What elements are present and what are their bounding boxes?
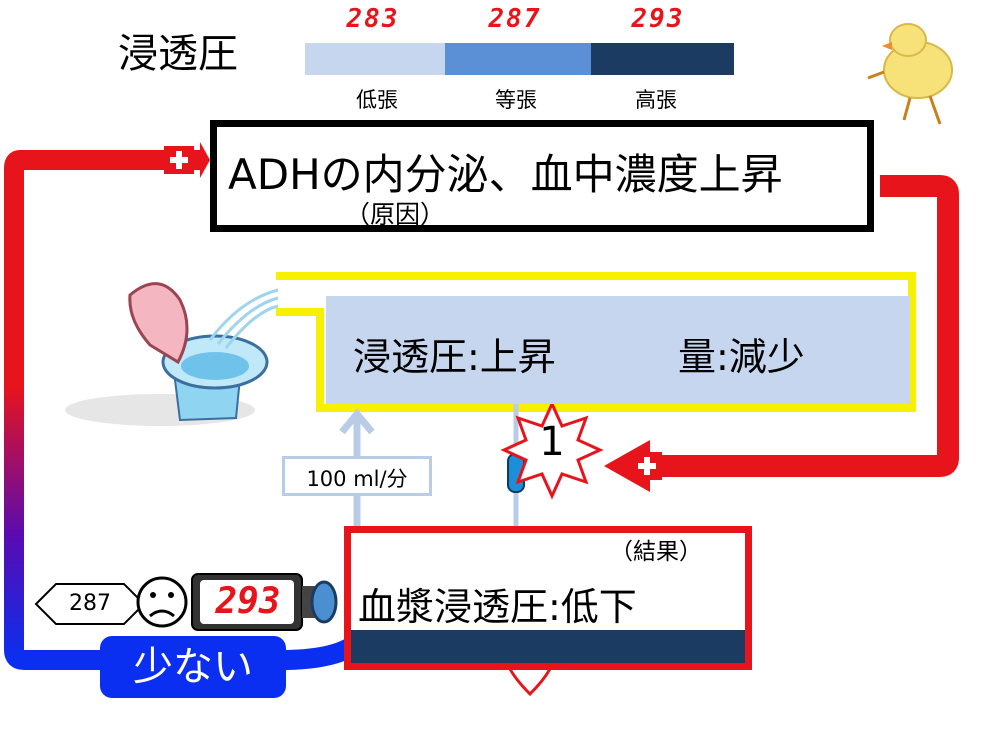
scale-value-hypotonic: 283: [346, 4, 400, 34]
result-band: [351, 630, 745, 663]
osmotic-scale: 283 287 293 低張 等張 高張: [0, 0, 985, 112]
scale-label-hypotonic: 低張: [356, 88, 398, 112]
flow-rate-label: 100 ml/分: [282, 456, 432, 496]
urine-osmotic-label: 浸透圧:上昇: [353, 335, 556, 379]
cause-subtitle: （原因）: [345, 200, 446, 229]
collecting-duct-outline: [276, 272, 916, 412]
toilet-icon: [65, 282, 279, 426]
urine-volume-label: 量:減少: [678, 335, 805, 379]
cause-text: ADHの内分泌、血中濃度上昇: [228, 150, 783, 199]
scale-segment-isotonic: [445, 43, 591, 75]
setpoint-value: 287: [69, 591, 111, 616]
result-text: 血漿浸透圧:低下: [358, 585, 637, 629]
scale-segment-hypertonic: [591, 43, 734, 75]
sad-face-icon: [136, 576, 188, 628]
plus-icon: [164, 146, 194, 174]
low-badge: 少ない: [100, 636, 286, 698]
chick-icon: [867, 23, 953, 125]
meter-reading: 293: [215, 581, 281, 622]
meter-device-icon: [191, 573, 338, 631]
cause-box: [210, 120, 874, 232]
scale-value-isotonic: 287: [488, 4, 542, 34]
page-title: 浸透圧: [118, 31, 238, 77]
scale-segment-hypotonic: [305, 43, 445, 75]
urine-box: [326, 296, 910, 404]
scale-value-hypertonic: 293: [631, 4, 685, 34]
scale-label-isotonic: 等張: [495, 88, 537, 112]
result-subtitle: （結果）: [610, 539, 702, 565]
plus-icon: [632, 452, 662, 480]
starburst-icon: [500, 400, 604, 500]
burst-number: 1: [539, 419, 565, 465]
scale-label-hypertonic: 高張: [635, 88, 677, 112]
